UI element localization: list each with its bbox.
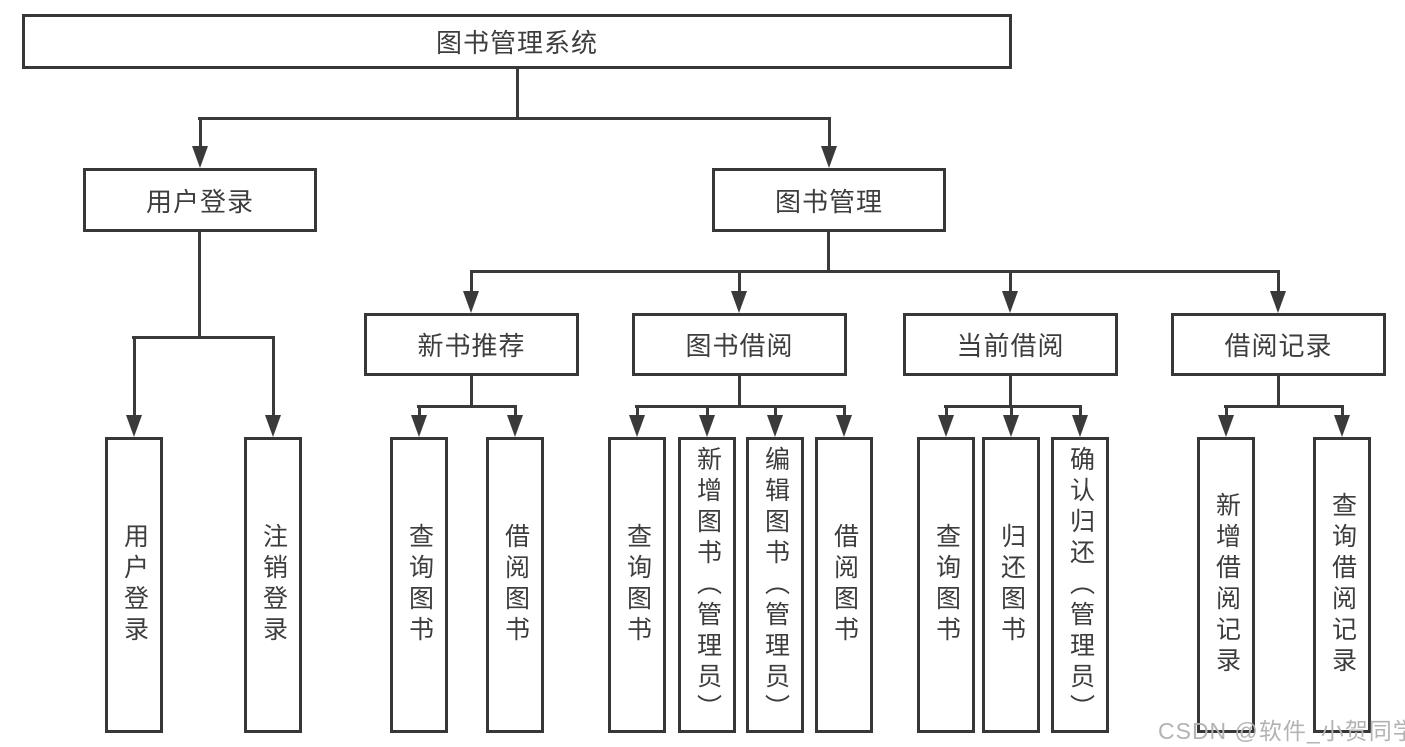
leaf-query-books-recommend: 查询图书 [390,437,448,733]
leaf-label: 查询图书 [405,523,434,647]
node-label: 图书管理 [774,186,883,217]
leaf-add-borrow-record: 新增借阅记录 [1197,437,1255,733]
leaf-edit-book-admin: 编辑图书（管理员） [746,437,804,733]
node-book-management: 图书管理 [712,168,946,232]
leaf-borrow-books-borrowing: 借阅图书 [815,437,873,733]
leaf-label: 查询借阅记录 [1328,492,1357,678]
node-label: 新书推荐 [417,331,526,361]
arrow-down-icon [1003,405,1019,437]
connector-borrow-records-vertical [1277,375,1280,406]
arrow-down-icon [821,117,837,168]
arrow-down-icon [1334,405,1350,437]
node-current-borrowing: 当前借阅 [903,313,1118,376]
leaf-label: 编辑图书（管理员） [761,445,790,725]
connector-user-login-horizontal [132,336,275,339]
connector-current-borrow-vertical [1009,375,1012,406]
leaf-label: 查询图书 [932,523,961,647]
node-label: 借阅记录 [1224,331,1333,361]
leaf-add-book-admin: 新增图书（管理员） [678,437,736,733]
leaf-query-books-current: 查询图书 [917,437,975,733]
leaf-label: 借阅图书 [830,523,859,647]
connector-level3-horizontal [470,270,1280,273]
arrow-down-icon [1002,270,1018,313]
leaf-return-book: 归还图书 [982,437,1040,733]
arrow-down-icon [507,405,523,437]
leaf-label: 确认归还（管理员） [1066,445,1095,725]
arrow-down-icon [265,336,281,437]
arrow-down-icon [836,405,852,437]
connector-user-login-vertical [198,232,201,336]
connector-borrow-records-horizontal [1224,405,1344,408]
arrow-down-icon [126,336,142,437]
leaf-label: 新增借阅记录 [1212,492,1241,678]
leaf-user-login: 用户登录 [105,437,163,733]
leaf-label: 借阅图书 [501,523,530,647]
node-label: 图书管理系统 [435,28,598,58]
connector-level2-horizontal [198,117,831,120]
connector-book-borrow-horizontal [635,405,846,408]
node-book-borrowing: 图书借阅 [632,313,847,376]
leaf-query-books-borrowing: 查询图书 [608,437,666,733]
leaf-label: 新增图书（管理员） [693,445,722,725]
arrow-down-icon [192,117,208,168]
connector-book-mgmt-vertical [827,232,830,272]
connector-new-book-horizontal [417,405,517,408]
node-user-login: 用户登录 [83,168,317,232]
arrow-down-icon [1270,270,1286,313]
node-label: 图书借阅 [685,331,794,361]
arrow-down-icon [629,405,645,437]
leaf-logout: 注销登录 [244,437,302,733]
leaf-borrow-books-recommend: 借阅图书 [486,437,544,733]
csdn-watermark: CSDN @软件_小贺同学 [1158,718,1405,744]
node-root-library-system: 图书管理系统 [22,14,1012,69]
node-borrowing-records: 借阅记录 [1171,313,1386,376]
arrow-down-icon [731,270,747,313]
leaf-label: 注销登录 [259,523,288,647]
arrow-down-icon [1072,405,1088,437]
arrow-down-icon [699,405,715,437]
leaf-confirm-return-admin: 确认归还（管理员） [1051,437,1109,733]
node-new-book-recommend: 新书推荐 [364,313,579,376]
connector-root-vertical [516,69,519,117]
connector-book-borrow-vertical [738,375,741,406]
node-label: 用户登录 [145,186,254,217]
arrow-down-icon [767,405,783,437]
leaf-label: 归还图书 [997,523,1026,647]
leaf-query-borrow-record: 查询借阅记录 [1313,437,1371,733]
arrow-down-icon [938,405,954,437]
arrow-down-icon [411,405,427,437]
node-label: 当前借阅 [956,331,1065,361]
leaf-label: 查询图书 [623,523,652,647]
connector-current-borrow-horizontal [944,405,1082,408]
arrow-down-icon [1218,405,1234,437]
arrow-down-icon [463,270,479,313]
leaf-label: 用户登录 [120,523,149,647]
connector-new-book-vertical [470,375,473,406]
